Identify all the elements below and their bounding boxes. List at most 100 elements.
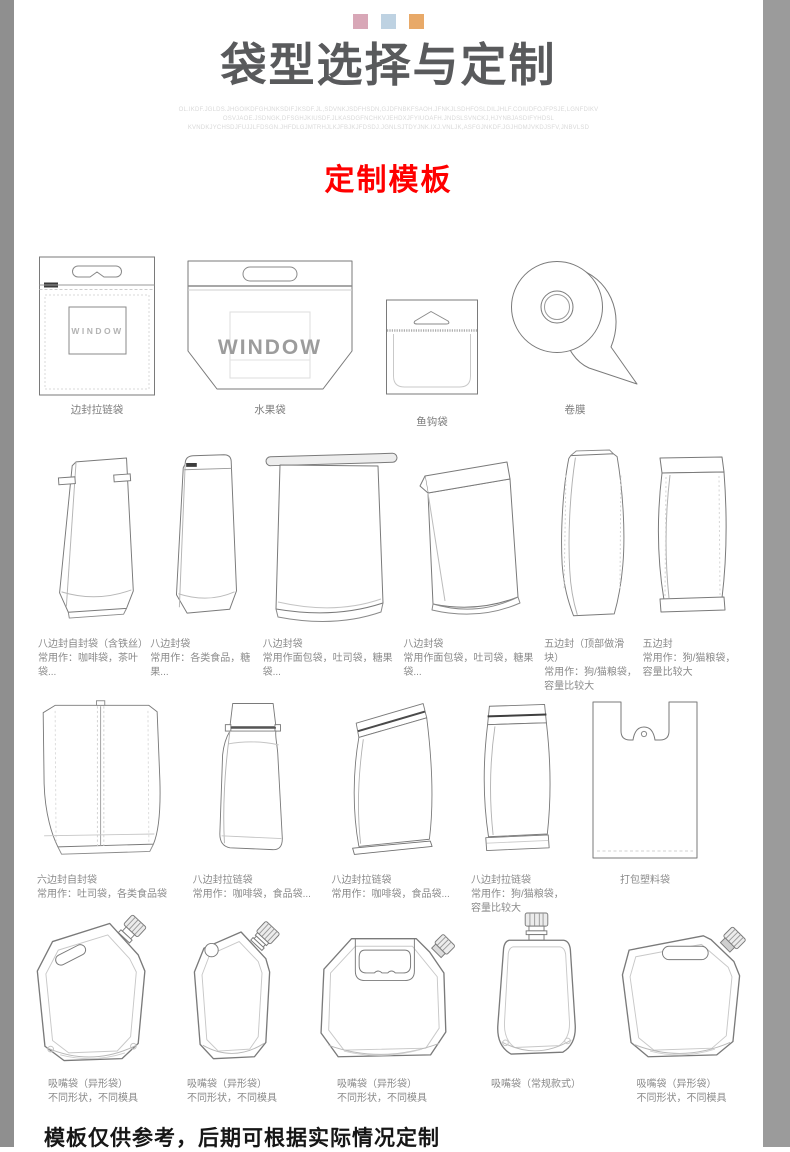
bag-item-eight-side-zipper-2: 八边封拉链袋 常用作：咖啡袋，食品袋... xyxy=(332,698,450,902)
spout-cap xyxy=(524,912,548,941)
handle-slot xyxy=(242,266,298,282)
bag-usage: 常用作：吐司袋，各类食品袋 xyxy=(37,888,167,900)
bag-usage: 常用作：咖啡袋，食品袋... xyxy=(192,888,311,900)
bag-item-spout-pouch-1: 吸嘴袋（异形袋） 不同形状，不同模具 xyxy=(24,912,162,1106)
triangle-hang-hole xyxy=(413,310,450,325)
bag-usage: 容量比较大 xyxy=(642,666,693,678)
bag-usage: 常用作：狗/猫粮袋， xyxy=(642,652,736,664)
bag-item-roll-film: 卷膜 xyxy=(505,255,645,418)
bag-label: 六边封自封袋 xyxy=(37,874,97,886)
bag-label: 水果袋 xyxy=(254,403,286,416)
bag-item-hook-bag: 鱼钩袋 xyxy=(382,255,482,430)
bag-usage: 容量比较大 xyxy=(471,902,522,914)
bag-label: 五边封 xyxy=(642,638,673,650)
bag-usage: 容量比较大 xyxy=(544,680,595,692)
euro-slot-hang-hole xyxy=(72,265,122,278)
bag-item-fruit-bag: WINDOW 水果袋 xyxy=(181,255,359,418)
zipper-line xyxy=(357,710,425,732)
eight-side-zipper-bag-sketch xyxy=(219,702,283,850)
fine-print: OL.IKDF.JGLDS.JHGOIKDFGHJNKSDIFJKSDF.JL,… xyxy=(14,106,763,133)
bag-item-side-seal-zipper: WINDOW 边封拉链袋 xyxy=(36,255,158,418)
bag-usage: 不同形状，不同模具 xyxy=(187,1092,277,1104)
bag-label: 吸嘴袋（异形袋） xyxy=(48,1078,128,1090)
spout-cap xyxy=(117,914,147,944)
fine-print-line: KVNDKJYCHSDJFUJJLFDSGN.JHFDLGJMTRHJLKJFB… xyxy=(187,124,590,131)
footer-note: 模板仅供参考，后期可根据实际情况定制 xyxy=(44,1126,440,1150)
tin-tie-tab xyxy=(57,475,76,485)
page-gutter-right xyxy=(763,0,790,1147)
bag-label: 打包塑料袋 xyxy=(620,874,670,886)
bag-label: 吸嘴袋（异形袋） xyxy=(636,1078,717,1090)
bag-label: 卷膜 xyxy=(564,403,586,416)
bag-label: 吸嘴袋（异形袋） xyxy=(187,1078,267,1090)
five-side-seal-slider-bag-sketch xyxy=(560,449,624,616)
spout-pouch-jug-sketch xyxy=(320,933,455,1058)
bag-usage: 不同形状，不同模具 xyxy=(337,1092,427,1104)
bag-usage: 常用作：咖啡袋，食品袋... xyxy=(331,888,450,900)
bag-row-2: 八边封自封袋（含铁丝） 常用作：咖啡袋，茶叶袋... 八边封袋 常用作：各类食品… xyxy=(14,446,763,694)
eight-side-seal-tin-tie-bag-sketch xyxy=(57,457,134,619)
bag-usage: 常用作：狗/猫粮袋， xyxy=(471,888,564,900)
bag-label: 八边封拉链袋 xyxy=(192,874,253,886)
bag-label: 八边封拉链袋 xyxy=(331,874,392,886)
bag-item-spout-pouch-2: 吸嘴袋（异形袋） 不同形状，不同模具 xyxy=(181,912,284,1106)
spout-cap xyxy=(431,933,455,958)
bag-label: 八边封袋 xyxy=(403,638,444,650)
page-title: 袋型选择与定制 xyxy=(220,39,557,91)
tshirt-carry-bag-sketch xyxy=(592,701,698,859)
bag-row-1: WINDOW 边封拉链袋 WINDOW 水果袋 xyxy=(14,255,763,430)
bag-usage: 常用作：各类食品，糖果... xyxy=(150,652,251,678)
bag-label: 鱼钩袋 xyxy=(416,415,448,428)
fine-print-line: OL.IKDF.JGLDS.JHGOIKDFGHJNKSDIFJKSDF.JL,… xyxy=(178,106,599,113)
bag-row-4: 吸嘴袋（异形袋） 不同形状，不同模具 xyxy=(14,912,763,1106)
bag-label: 八边封自封袋（含铁丝） xyxy=(38,638,148,650)
bag-label: 吸嘴袋（异形袋） xyxy=(337,1078,417,1090)
eight-side-zipper-bag-flat-sketch xyxy=(484,703,551,851)
spout-pouch-standard-sketch xyxy=(496,912,576,1055)
bag-item-eight-side-tin-tie: 八边封自封袋（含铁丝） 常用作：咖啡袋，茶叶袋... xyxy=(38,446,150,680)
spout-pouch-small-sketch xyxy=(193,920,280,1059)
hang-hole xyxy=(203,942,219,957)
bag-usage: 常用作面包袋，吐司袋，糖果袋... xyxy=(403,652,534,678)
rolled-top-bar xyxy=(266,452,398,466)
bag-item-five-side-slider: 五边封（顶部做滑块） 常用作：狗/猫粮袋， 容量比较大 xyxy=(544,446,639,694)
section-label: 定制模板 xyxy=(324,163,453,197)
page-gutter-left xyxy=(0,0,14,1147)
bag-label: 八边封拉链袋 xyxy=(471,874,532,886)
decor-square xyxy=(353,14,368,29)
decor-squares xyxy=(14,14,763,29)
bag-item-eight-side-zipper-3: 八边封拉链袋 常用作：狗/猫粮袋， 容量比较大 xyxy=(470,698,564,916)
bag-usage: 不同形状，不同模具 xyxy=(636,1092,727,1104)
bag-item-six-side-seal: 六边封自封袋 常用作：吐司袋，各类食品袋 xyxy=(32,698,172,902)
spout-pouch-handle-sketch xyxy=(621,926,746,1058)
bag-usage: 常用作面包袋，吐司袋，糖果袋... xyxy=(262,652,393,678)
bag-label: 八边封袋 xyxy=(150,638,191,650)
tin-tie-tab xyxy=(112,472,131,482)
five-side-seal-bag-sketch xyxy=(658,456,727,613)
zipper-line xyxy=(487,713,547,717)
window-panel xyxy=(68,306,127,355)
bag-label: 边封拉链袋 xyxy=(70,403,124,416)
decor-square xyxy=(381,14,396,29)
bag-item-bread-bag-folded-top: 八边封袋 常用作面包袋，吐司袋，糖果袋... xyxy=(403,446,544,680)
hang-hole xyxy=(640,730,648,737)
bag-label: 八边封袋 xyxy=(262,638,303,650)
poster-content: 袋型选择与定制 OL.IKDF.JGLDS.JHGOIKDFGHJNKSDIFJ… xyxy=(14,0,763,1150)
spout-pouch-shaped-sketch xyxy=(36,914,147,1061)
bag-usage: 不同形状，不同模具 xyxy=(48,1092,138,1104)
handle-hole xyxy=(358,949,412,974)
bag-usage: 常用作：狗/猫粮袋， xyxy=(544,666,637,678)
side-seal-zipper-bag-sketch: WINDOW xyxy=(39,256,155,396)
bag-row-3: 六边封自封袋 常用作：吐司袋，各类食品袋 八边封拉链袋 xyxy=(14,698,763,916)
bag-usage: 常用作：咖啡袋，茶叶袋... xyxy=(38,652,138,678)
fine-print-line: OSVJAOE.JSDNGK,DFSGHJKIUSDF.JLKASDGFNCHK… xyxy=(222,115,555,122)
roll-film-sketch xyxy=(511,260,638,385)
spout-cap xyxy=(249,920,280,951)
fruit-bag-sketch: WINDOW xyxy=(187,260,353,390)
bag-item-spout-pouch-standard: 吸嘴袋（常规款式） xyxy=(481,912,592,1092)
bag-label: 吸嘴袋（常规款式） xyxy=(491,1078,581,1090)
bag-item-tshirt-bag: 打包塑料袋 xyxy=(585,698,705,888)
handle-slot xyxy=(661,945,709,960)
bag-item-spout-pouch-5: 吸嘴袋（异形袋） 不同形状，不同模具 xyxy=(610,912,753,1106)
handle-slot xyxy=(55,943,87,966)
